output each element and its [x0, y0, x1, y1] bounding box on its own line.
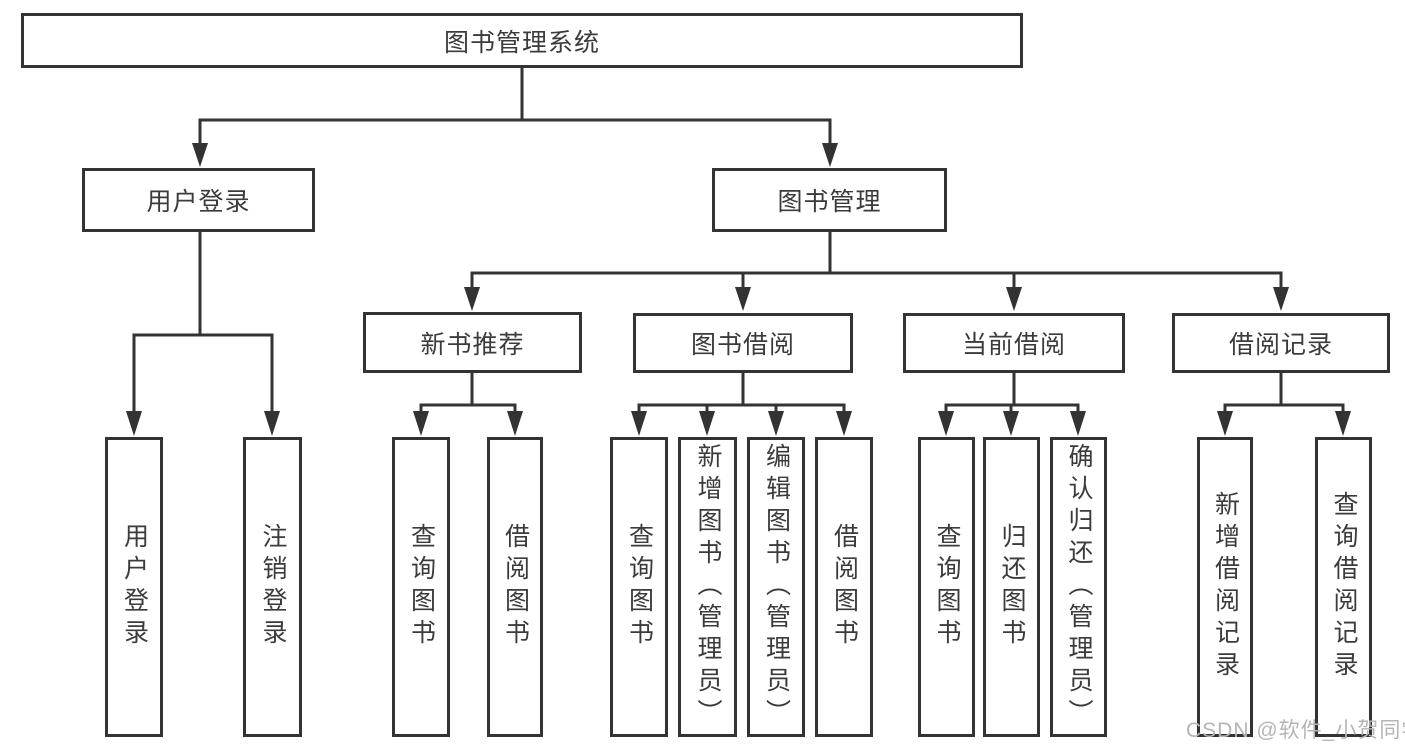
leaf-return-books: 归还图书 [983, 437, 1040, 737]
leaf-borrow-books-recommend: 借阅图书 [487, 437, 543, 737]
leaf-query-borrow-record: 查询借阅记录 [1315, 437, 1372, 737]
node-book-management: 图书管理 [712, 168, 947, 232]
leaf-add-borrow-record: 新增借阅记录 [1197, 437, 1253, 737]
watermark: CSDN @软件_小贺同学 [1186, 719, 1405, 742]
leaf-add-books-admin: 新增图书（管理员） [678, 437, 737, 737]
leaf-confirm-return-admin: 确认归还（管理员） [1050, 437, 1107, 737]
node-current-borrowing: 当前借阅 [903, 313, 1125, 373]
node-user-login: 用户登录 [82, 168, 315, 232]
leaf-logout: 注销登录 [243, 437, 302, 737]
leaf-query-books-borrowing: 查询图书 [610, 437, 668, 737]
leaf-query-books-recommend: 查询图书 [392, 437, 450, 737]
node-new-book-recommendation: 新书推荐 [363, 312, 582, 373]
leaf-borrow-books: 借阅图书 [815, 437, 873, 737]
node-book-borrowing: 图书借阅 [633, 313, 853, 373]
leaf-edit-books-admin: 编辑图书（管理员） [747, 437, 805, 737]
leaf-user-login: 用户登录 [105, 437, 163, 737]
node-borrowing-records: 借阅记录 [1172, 313, 1390, 373]
leaf-query-books-current: 查询图书 [918, 437, 975, 737]
node-library-management-system: 图书管理系统 [21, 13, 1023, 68]
